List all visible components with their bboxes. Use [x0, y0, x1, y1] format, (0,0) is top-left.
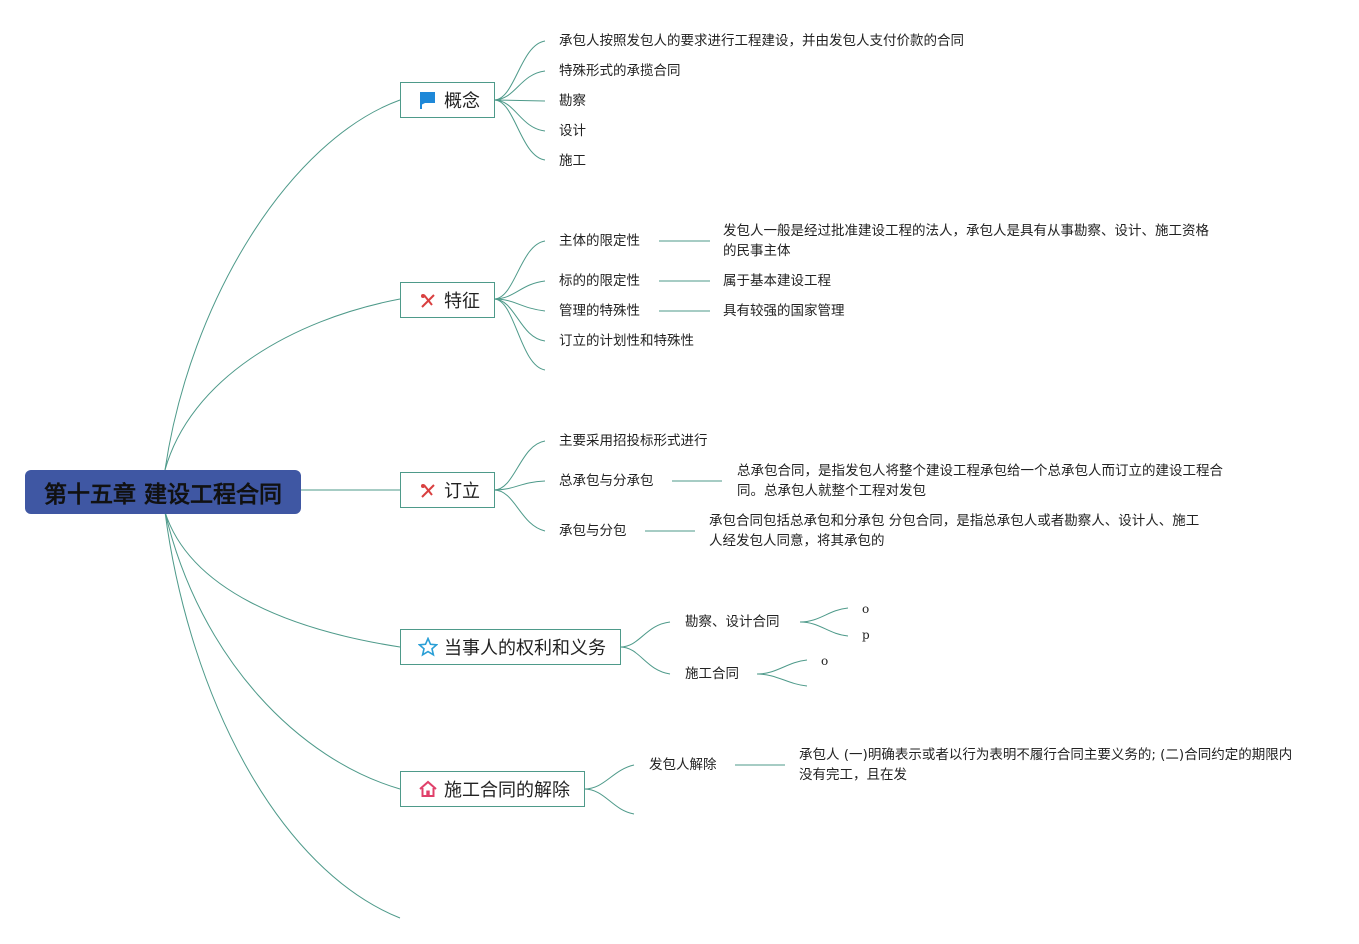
feature-item[interactable]: 订立的计划性和特殊性 — [559, 333, 694, 349]
feature-item[interactable]: 标的的限定性 — [559, 273, 640, 289]
rights-item[interactable]: 勘察、设计合同 — [685, 614, 780, 630]
branch-conclude-label: 订立 — [444, 481, 480, 502]
root-topic[interactable]: 第十五章 建设工程合同 — [25, 470, 301, 514]
branch-concept-label: 概念 — [444, 91, 480, 112]
rights-subitem[interactable]: o — [862, 602, 870, 616]
rights-subitem[interactable]: p — [862, 628, 870, 642]
conclude-item[interactable]: 总承包与分承包 — [559, 473, 654, 489]
branch-concept[interactable]: 概念 — [400, 82, 495, 118]
branch-feature[interactable]: 特征 — [400, 282, 495, 318]
concept-item[interactable]: 施工 — [559, 153, 586, 169]
feature-item[interactable]: 管理的特殊性 — [559, 303, 640, 319]
feature-detail[interactable]: 属于基本建设工程 — [723, 273, 831, 289]
link-root-feature — [164, 298, 401, 471]
link-root-extra — [164, 511, 401, 919]
concept-item[interactable]: 特殊形式的承揽合同 — [559, 63, 681, 79]
flag-icon — [417, 89, 439, 111]
branch-feature-label: 特征 — [444, 291, 480, 312]
termination-item[interactable]: 发包人解除 — [649, 757, 717, 773]
feature-detail[interactable]: 发包人一般是经过批准建设工程的法人，承包人是具有从事勘察、设计、施工资格的民事主… — [723, 223, 1209, 259]
conclude-item[interactable]: 主要采用招投标形式进行 — [559, 433, 708, 449]
tools-icon — [417, 289, 439, 311]
home-icon — [417, 778, 439, 800]
concept-item[interactable]: 勘察 — [559, 93, 586, 109]
link-root-termination — [164, 511, 401, 790]
branch-rights-label: 当事人的权利和义务 — [444, 638, 606, 659]
conclude-item[interactable]: 承包与分包 — [559, 523, 627, 539]
root-title: 第十五章 建设工程合同 — [43, 482, 282, 508]
termination-detail[interactable]: 承包人 (一)明确表示或者以行为表明不履行合同主要义务的; (二)合同约定的期限… — [799, 747, 1293, 783]
rights-item[interactable]: 施工合同 — [685, 666, 739, 682]
branch-conclude[interactable]: 订立 — [400, 472, 495, 508]
branch-termination[interactable]: 施工合同的解除 — [400, 771, 585, 807]
star-icon — [417, 636, 439, 658]
link-root-rights — [164, 511, 401, 648]
concept-item[interactable]: 设计 — [559, 123, 586, 139]
conclude-detail[interactable]: 总承包合同，是指发包人将整个建设工程承包给一个总承包人而订立的建设工程合同。总承… — [737, 463, 1223, 499]
branch-termination-label: 施工合同的解除 — [444, 780, 570, 801]
rights-subitem[interactable]: o — [821, 654, 829, 668]
branch-rights[interactable]: 当事人的权利和义务 — [400, 629, 621, 665]
concept-item[interactable]: 承包人按照发包人的要求进行工程建设，并由发包人支付价款的合同 — [559, 33, 964, 49]
conclude-detail[interactable]: 承包合同包括总承包和分承包 分包合同，是指总承包人或者勘察人、设计人、施工人经发… — [709, 513, 1200, 549]
feature-item[interactable]: 主体的限定性 — [559, 233, 640, 249]
tools-icon — [417, 479, 439, 501]
feature-detail[interactable]: 具有较强的国家管理 — [723, 303, 845, 319]
link-root-concept — [164, 99, 401, 471]
